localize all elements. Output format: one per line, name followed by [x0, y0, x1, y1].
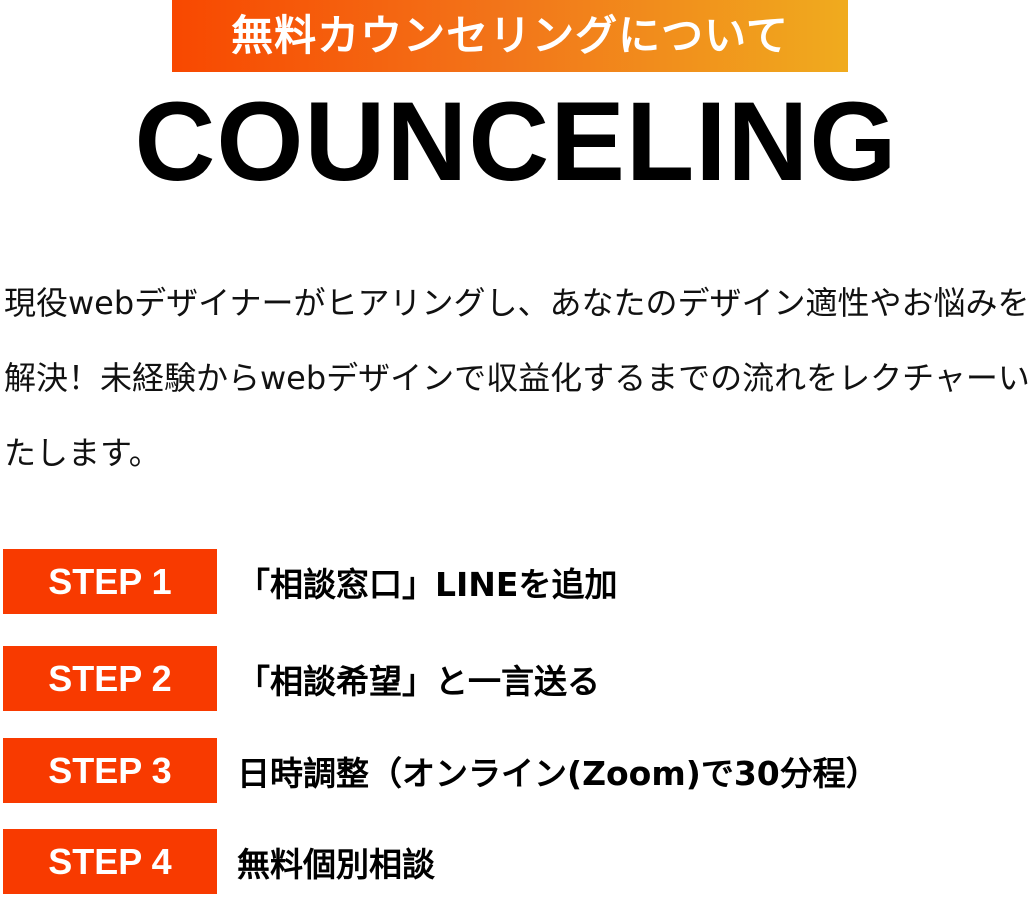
step-text: 「相談希望」と一言送る [237, 661, 600, 701]
step-3: STEP 3 日時調整（オンライン(Zoom)で30分程） [3, 738, 879, 803]
step-badge: STEP 4 [3, 829, 217, 894]
step-badge: STEP 2 [3, 646, 217, 711]
step-badge: STEP 1 [3, 549, 217, 614]
step-badge: STEP 3 [3, 738, 217, 803]
step-2: STEP 2 「相談希望」と一言送る [3, 646, 600, 711]
section-banner: 無料カウンセリングについて [172, 0, 848, 72]
description-text: 現役webデザイナーがヒアリングし、あなたのデザイン適性やお悩みを解決！未経験か… [4, 284, 1030, 472]
step-1: STEP 1 「相談窓口」LINEを追加 [3, 549, 617, 614]
page-title: COUNCELING [134, 79, 898, 204]
step-4: STEP 4 無料個別相談 [3, 829, 435, 894]
step-text: 日時調整（オンライン(Zoom)で30分程） [237, 753, 879, 793]
step-text: 「相談窓口」LINEを追加 [237, 564, 618, 604]
step-text: 無料個別相談 [237, 844, 435, 884]
